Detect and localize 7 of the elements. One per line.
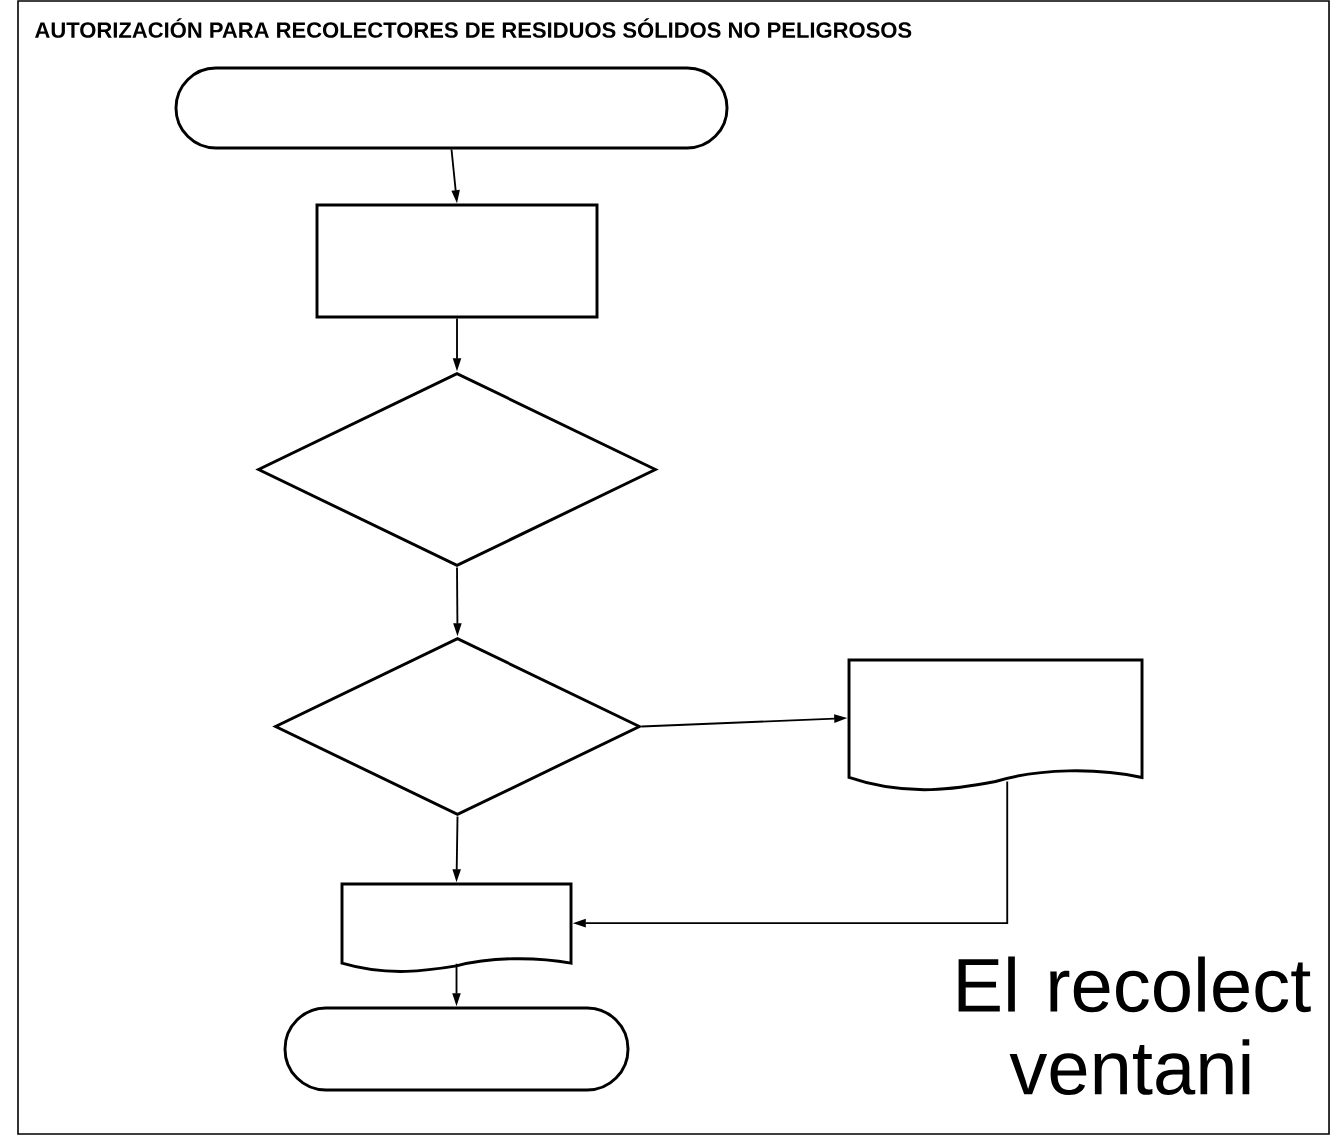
title: AUTORIZACIÓN PARA RECOLECTORES DE RESIDUOS SÓLIDOS NO PELIGROSOS — [35, 18, 912, 38]
terminal-shape — [283, 1006, 630, 1092]
overlay-text: El recolect ventani — [958, 956, 1311, 1095]
terminal-shape — [174, 66, 729, 150]
document-shape — [340, 882, 573, 973]
document-shape — [847, 658, 1144, 792]
process-box — [315, 203, 599, 319]
